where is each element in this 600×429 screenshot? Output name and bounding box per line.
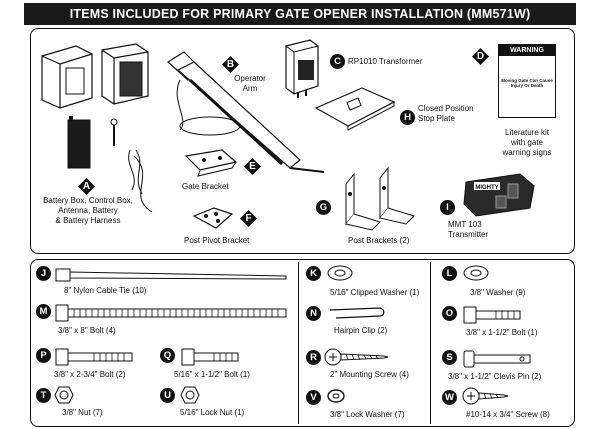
badge-f: F (240, 210, 257, 227)
badge-w: W (442, 390, 457, 405)
post-brackets-illustration (345, 166, 415, 231)
post-pivot-bracket-illustration (192, 207, 234, 229)
badge-l: L (442, 266, 457, 281)
label-p: 3/8" x 2-3/4" Bolt (2) (54, 370, 126, 379)
badge-i: I (440, 200, 455, 215)
control-box-illustration (41, 43, 149, 109)
transmitter-logo: MIGHTY (475, 185, 498, 191)
badge-n: N (306, 306, 321, 321)
bolt-2-3-4-illustration (55, 348, 133, 366)
badge-g: G (316, 200, 331, 215)
badge-h: H (400, 110, 415, 125)
hairpin-clip-illustration (329, 307, 385, 319)
label-u: 5/16" Lock Nut (1) (180, 408, 245, 417)
warning-sign-illustration: WARNING Moving Gate Can Cause Injury Or … (498, 44, 556, 118)
label-w: #10-14 x 3/4" Screw (8) (466, 410, 550, 419)
badge-r: R (306, 350, 321, 365)
label-n: Hairpin Clip (2) (334, 326, 388, 335)
label-g: Post Brackets (2) (348, 236, 410, 245)
label-o: 3/8" x 1-1/2" Bolt (1) (466, 328, 538, 337)
gate-bracket-illustration (184, 149, 238, 177)
hardware-divider-1 (298, 262, 299, 424)
clipped-washer-illustration (327, 265, 353, 281)
badge-j: J (36, 266, 51, 281)
label-q: 5/16" x 1-1/2" Bolt (1) (174, 370, 250, 379)
clevis-pin-illustration (463, 350, 531, 368)
label-i: MMT 103 Transmitter (448, 220, 489, 239)
label-b: Operator Arm (234, 74, 266, 93)
badge-b: B (222, 56, 239, 73)
label-j: 8" Nylon Cable Tie (10) (64, 286, 147, 295)
badge-t: T (36, 388, 51, 403)
transmitter-illustration: MIGHTY (463, 173, 535, 217)
badge-p: P (36, 348, 51, 363)
lock-nut-illustration (180, 386, 200, 404)
badge-v: V (306, 390, 321, 405)
nut-illustration (54, 386, 74, 404)
label-h: Closed Position Stop Plate (418, 104, 474, 123)
label-s: 3/8" x 1-1/2" Clevis Pin (2) (448, 372, 542, 381)
label-r: 2" Mounting Screw (4) (330, 370, 409, 379)
number-ten-screw-illustration (462, 387, 509, 405)
bolt-5-16-illustration (181, 348, 239, 366)
label-f: Post Pivot Bracket (184, 236, 250, 245)
badge-s: S (442, 350, 457, 365)
warning-sign-title: WARNING (499, 45, 555, 56)
operator-arm-illustration (167, 51, 325, 173)
cable-tie-illustration (55, 268, 287, 282)
warning-sign-text: Moving Gate Can Cause Injury Or Death (501, 78, 553, 88)
badge-m: M (36, 304, 51, 319)
label-k: 5/16" Clipped Washer (1) (330, 288, 420, 297)
badge-d: D (472, 48, 489, 65)
badge-e: E (244, 158, 261, 175)
hardware-divider-2 (430, 262, 431, 424)
badge-k: K (306, 266, 321, 281)
washer-illustration (463, 265, 489, 281)
label-t: 3/8" Nut (7) (62, 408, 103, 417)
label-d: Literature kit with gate warning signs (502, 128, 552, 157)
label-c: RP1010 Transformer (348, 57, 423, 66)
transformer-illustration (285, 39, 319, 98)
stop-plate-illustration (314, 87, 396, 131)
label-a: Battery Box, Control Box, Antenna, Batte… (43, 196, 133, 225)
badge-u: U (160, 388, 175, 403)
badge-q: Q (160, 348, 175, 363)
battery-illustration (67, 116, 153, 213)
label-m: 3/8" x 8" Bolt (4) (58, 326, 116, 335)
eight-inch-bolt-illustration (55, 304, 287, 322)
mounting-screw-illustration (324, 348, 389, 366)
page-banner: ITEMS INCLUDED FOR PRIMARY GATE OPENER I… (24, 3, 576, 25)
label-l: 3/8" Washer (9) (470, 288, 526, 297)
badge-a: A (78, 178, 95, 195)
label-v: 3/8" Lock Washer (7) (330, 410, 405, 419)
label-e: Gate Bracket (182, 182, 229, 191)
badge-o: O (442, 306, 457, 321)
lock-washer-illustration (327, 389, 345, 403)
bolt-1-1-2-illustration (463, 306, 521, 324)
badge-c: C (330, 54, 345, 69)
